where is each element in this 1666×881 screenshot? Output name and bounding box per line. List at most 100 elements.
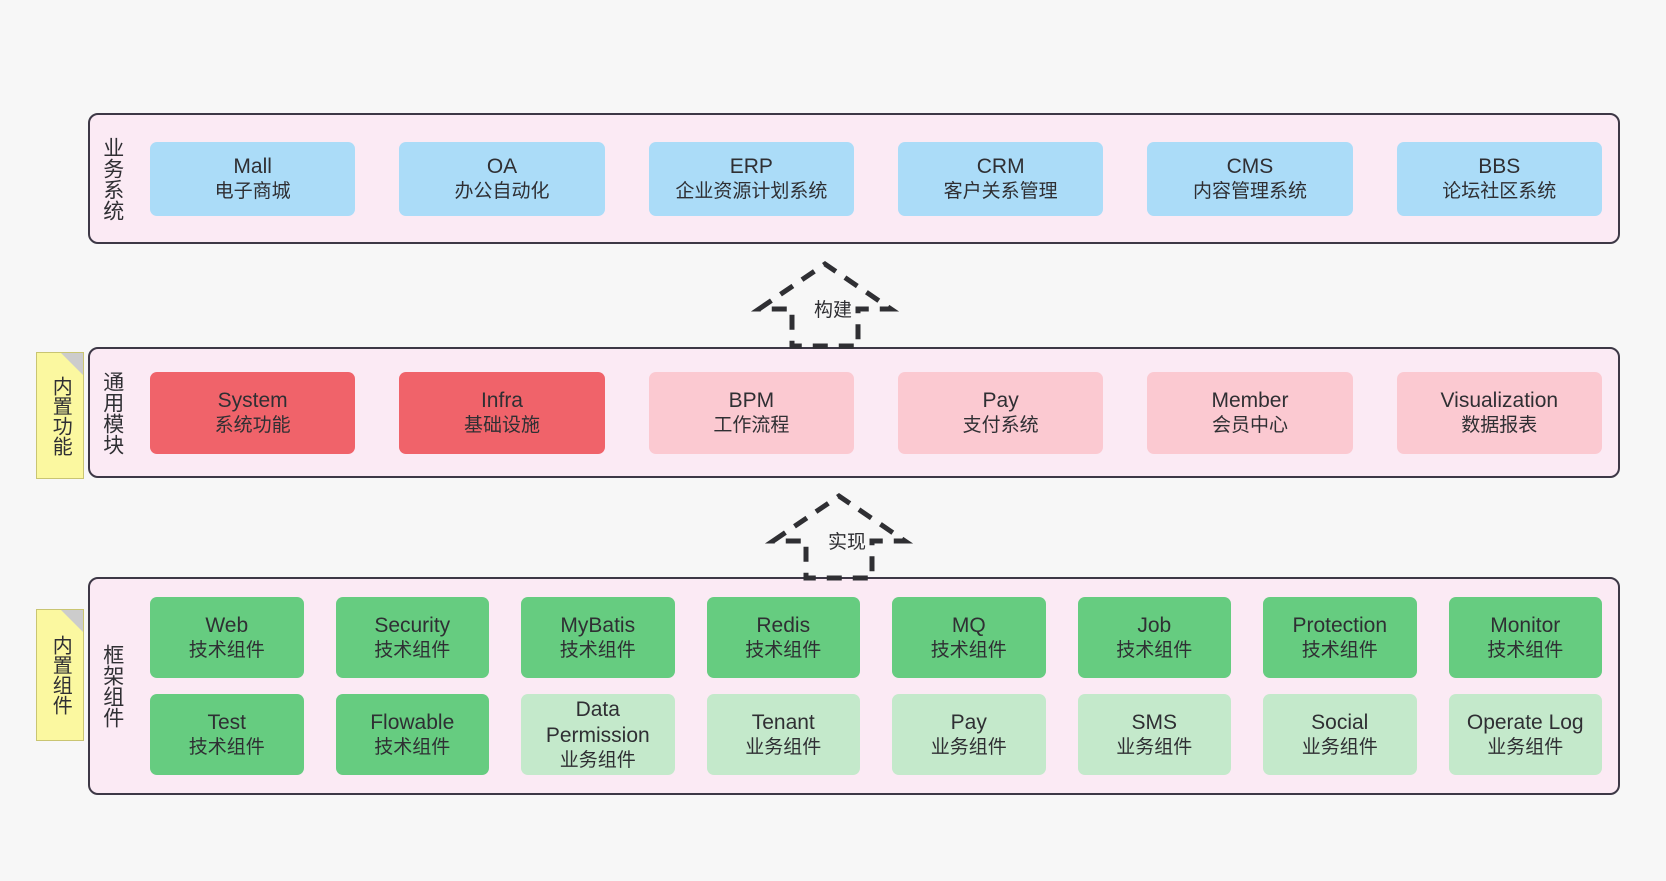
layer-body-framework-components: Web 技术组件 Security 技术组件 MyBatis 技术组件 Redi…: [134, 579, 1618, 793]
card-redis-cn: 技术组件: [745, 639, 822, 661]
card-redis-en: Redis: [756, 614, 811, 638]
layer-body-business-systems: Mall 电子商城 OA 办公自动化 ERP 企业资源计划系统 CRM 客户关系…: [134, 115, 1618, 242]
card-oa-cn: 办公自动化: [454, 180, 550, 202]
card-security-cn: 技术组件: [374, 639, 451, 661]
card-web-en: Web: [205, 614, 249, 638]
card-protection-cn: 技术组件: [1301, 639, 1378, 661]
card-test-cn: 技术组件: [188, 736, 265, 758]
card-test[interactable]: Test 技术组件: [150, 694, 304, 775]
framework-components-grid: Web 技术组件 Security 技术组件 MyBatis 技术组件 Redi…: [140, 597, 1612, 775]
layer-title-business-systems: 业务系统: [100, 136, 124, 221]
card-job[interactable]: Job 技术组件: [1077, 597, 1231, 678]
layer-business-systems: 业务系统 Mall 电子商城 OA 办公自动化 ERP 企业资源计划系统 CRM: [88, 113, 1620, 244]
layer-body-common-modules: System 系统功能 Infra 基础设施 BPM 工作流程 Pay 支付系统…: [134, 349, 1618, 476]
card-member-cn: 会员中心: [1211, 414, 1288, 436]
card-social-cn: 业务组件: [1301, 736, 1378, 758]
card-pay-module[interactable]: Pay 支付系统: [897, 371, 1104, 454]
card-sms[interactable]: SMS 业务组件: [1077, 694, 1231, 775]
note-fold-corner-icon: [61, 610, 83, 632]
layer-common-modules: 通用模块 System 系统功能 Infra 基础设施 BPM 工作流程 Pay: [88, 347, 1620, 478]
card-crm[interactable]: CRM 客户关系管理: [897, 141, 1104, 216]
card-redis[interactable]: Redis 技术组件: [706, 597, 860, 678]
layer-title-framework-components: 框架组件: [100, 644, 124, 728]
note-builtin-components-text: 内置组件: [49, 635, 72, 715]
card-data-permission-cn: 业务组件: [559, 749, 636, 771]
card-monitor-cn: 技术组件: [1487, 639, 1564, 661]
note-builtin-features-text: 内置功能: [49, 375, 72, 456]
card-visualization-en: Visualization: [1440, 389, 1559, 413]
card-flowable[interactable]: Flowable 技术组件: [335, 694, 489, 775]
card-tenant-en: Tenant: [751, 711, 815, 735]
note-fold-corner-icon: [61, 353, 83, 375]
card-oa[interactable]: OA 办公自动化: [399, 141, 605, 216]
layer-framework-components: 框架组件 Web 技术组件 Security 技术组件 MyBatis 技术组件…: [88, 577, 1620, 795]
card-pay-component-en: Pay: [950, 711, 987, 735]
card-security-en: Security: [374, 614, 451, 638]
note-builtin-components: 内置组件: [36, 609, 84, 741]
card-social-en: Social: [1311, 711, 1369, 735]
implement-arrow: 实现: [760, 490, 930, 582]
card-job-en: Job: [1137, 614, 1172, 638]
card-operate-log[interactable]: Operate Log 业务组件: [1448, 694, 1602, 775]
card-mq[interactable]: MQ 技术组件: [892, 597, 1046, 678]
card-pay-module-cn: 支付系统: [962, 414, 1039, 436]
card-visualization-cn: 数据报表: [1461, 414, 1538, 436]
card-tenant[interactable]: Tenant 业务组件: [706, 694, 860, 775]
card-mybatis-cn: 技术组件: [559, 639, 636, 661]
card-bbs[interactable]: BBS 论坛社区系统: [1396, 141, 1602, 216]
card-pay-module-en: Pay: [982, 389, 1019, 413]
card-monitor-en: Monitor: [1490, 614, 1561, 638]
card-tenant-cn: 业务组件: [745, 736, 822, 758]
build-arrow-label: 构建: [812, 295, 855, 322]
card-test-en: Test: [207, 711, 246, 735]
card-security[interactable]: Security 技术组件: [335, 597, 489, 678]
card-erp-cn: 企业资源计划系统: [675, 180, 828, 202]
card-flowable-en: Flowable: [370, 711, 455, 735]
card-operate-log-en: Operate Log: [1466, 711, 1584, 735]
implement-arrow-label: 实现: [826, 527, 869, 554]
card-member[interactable]: Member 会员中心: [1147, 371, 1353, 454]
card-bpm-cn: 工作流程: [713, 414, 790, 436]
card-flowable-cn: 技术组件: [374, 736, 451, 758]
card-bbs-en: BBS: [1478, 155, 1521, 179]
card-oa-en: OA: [486, 155, 518, 179]
card-operate-log-cn: 业务组件: [1487, 736, 1564, 758]
card-mall[interactable]: Mall 电子商城: [150, 141, 356, 216]
card-web[interactable]: Web 技术组件: [150, 597, 304, 678]
card-monitor[interactable]: Monitor 技术组件: [1448, 597, 1602, 678]
card-infra-en: Infra: [480, 389, 523, 413]
card-bpm[interactable]: BPM 工作流程: [648, 371, 854, 454]
card-mq-en: MQ: [951, 614, 986, 638]
card-sms-en: SMS: [1131, 711, 1177, 735]
card-infra-cn: 基础设施: [463, 414, 540, 436]
card-pay-component[interactable]: Pay 业务组件: [892, 694, 1046, 775]
card-erp-en: ERP: [729, 155, 773, 179]
card-crm-cn: 客户关系管理: [943, 180, 1058, 202]
card-protection-en: Protection: [1292, 614, 1388, 638]
card-system[interactable]: System 系统功能: [150, 371, 356, 454]
card-erp[interactable]: ERP 企业资源计划系统: [648, 141, 854, 216]
card-mybatis[interactable]: MyBatis 技术组件: [521, 597, 675, 678]
card-mq-cn: 技术组件: [930, 639, 1007, 661]
card-cms[interactable]: CMS 内容管理系统: [1147, 141, 1353, 216]
card-data-permission[interactable]: Data Permission 业务组件: [521, 694, 675, 775]
business-systems-card-row: Mall 电子商城 OA 办公自动化 ERP 企业资源计划系统 CRM 客户关系…: [140, 141, 1612, 216]
card-web-cn: 技术组件: [188, 639, 265, 661]
card-visualization[interactable]: Visualization 数据报表: [1396, 371, 1602, 454]
card-system-cn: 系统功能: [214, 414, 291, 436]
card-mybatis-en: MyBatis: [560, 614, 636, 638]
card-social[interactable]: Social 业务组件: [1263, 694, 1417, 775]
layer-title-common-modules: 通用模块: [100, 370, 124, 455]
common-modules-card-row: System 系统功能 Infra 基础设施 BPM 工作流程 Pay 支付系统…: [140, 371, 1612, 454]
card-pay-component-cn: 业务组件: [930, 736, 1007, 758]
card-bpm-en: BPM: [728, 389, 775, 413]
card-bbs-cn: 论坛社区系统: [1442, 180, 1557, 202]
card-data-permission-en: Data Permission: [545, 698, 650, 747]
card-mall-en: Mall: [233, 155, 272, 179]
card-cms-en: CMS: [1226, 155, 1274, 179]
card-infra[interactable]: Infra 基础设施: [399, 371, 605, 454]
card-crm-en: CRM: [976, 155, 1025, 179]
card-job-cn: 技术组件: [1116, 639, 1193, 661]
card-protection[interactable]: Protection 技术组件: [1263, 597, 1417, 678]
